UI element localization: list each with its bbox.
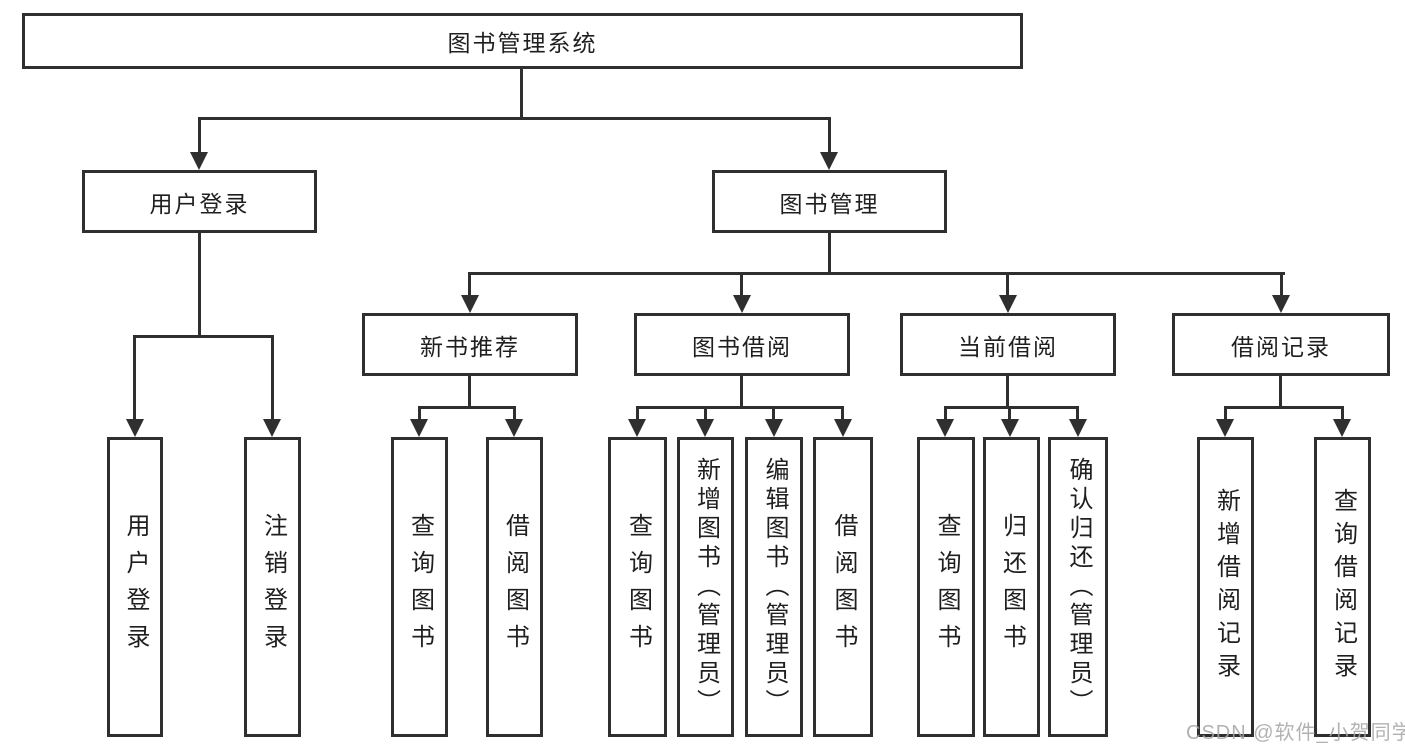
node-label: 用户登录 <box>149 190 250 217</box>
node-book-borrow: 图书借阅 <box>634 313 850 376</box>
leaf-query-borrow-record: 查询借阅记录 <box>1314 437 1371 737</box>
connector-line <box>944 406 1079 409</box>
leaf-label: 新增借阅记录 <box>1212 488 1240 686</box>
connector-line <box>198 117 201 153</box>
leaf-label: 查询图书 <box>933 513 960 661</box>
connector-line <box>828 117 831 153</box>
node-label: 借阅记录 <box>1231 333 1331 360</box>
watermark: CSDN @软件_小贺同学 <box>1186 722 1405 744</box>
connector-line <box>133 335 274 338</box>
arrow-down-icon <box>936 419 954 437</box>
connector-line <box>944 406 947 421</box>
arrow-down-icon <box>190 152 208 170</box>
node-current-borrow: 当前借阅 <box>900 313 1116 376</box>
connector-line <box>636 406 844 409</box>
arrow-down-icon <box>765 419 783 437</box>
connector-line <box>1076 406 1079 421</box>
leaf-label: 查询图书 <box>406 513 434 661</box>
leaf-label: 查询借阅记录 <box>1329 488 1357 686</box>
connector-line <box>704 406 707 421</box>
arrow-down-icon <box>1272 295 1290 313</box>
connector-line <box>1008 406 1011 421</box>
leaf-borrow-books: 借阅图书 <box>813 437 873 737</box>
leaf-add-books-admin: 新增图书（管理员） <box>677 437 734 737</box>
arrow-down-icon <box>1216 419 1234 437</box>
arrow-down-icon <box>820 152 838 170</box>
leaf-query-books-current: 查询图书 <box>917 437 975 737</box>
arrow-down-icon <box>999 295 1017 313</box>
leaf-borrow-books-recommend: 借阅图书 <box>486 437 543 737</box>
leaf-query-books-borrow: 查询图书 <box>608 437 667 737</box>
leaf-return-books: 归还图书 <box>983 437 1040 737</box>
arrow-down-icon <box>1069 419 1087 437</box>
connector-line <box>841 406 844 421</box>
leaf-label: 确认归还（管理员） <box>1065 456 1092 718</box>
connector-line <box>636 406 639 421</box>
leaf-confirm-return-admin: 确认归还（管理员） <box>1048 437 1108 737</box>
node-borrow-record: 借阅记录 <box>1172 313 1390 376</box>
connector-line <box>1224 406 1227 421</box>
leaf-logout: 注销登录 <box>244 437 301 737</box>
node-library-management-system: 图书管理系统 <box>22 13 1023 69</box>
connector-line <box>772 406 775 421</box>
connector-line <box>1341 406 1344 421</box>
connector-line <box>468 272 471 297</box>
connector-line <box>520 69 523 117</box>
leaf-edit-books-admin: 编辑图书（管理员） <box>745 437 803 737</box>
arrow-down-icon <box>126 419 144 437</box>
arrow-down-icon <box>628 419 646 437</box>
node-label: 图书管理 <box>779 190 880 217</box>
leaf-label: 查询图书 <box>624 513 652 661</box>
node-book-management: 图书管理 <box>712 170 947 233</box>
arrow-down-icon <box>410 419 428 437</box>
leaf-label: 归还图书 <box>998 513 1026 661</box>
leaf-query-books-recommend: 查询图书 <box>391 437 448 737</box>
node-user-login: 用户登录 <box>82 170 317 233</box>
leaf-label: 注销登录 <box>259 513 287 661</box>
node-label: 图书管理系统 <box>447 30 598 56</box>
leaf-user-login: 用户登录 <box>107 437 163 737</box>
node-label: 图书借阅 <box>692 333 792 360</box>
connector-line <box>133 335 136 421</box>
leaf-label: 借阅图书 <box>501 513 529 661</box>
connector-line <box>740 376 743 408</box>
connector-line <box>513 406 516 421</box>
connector-line <box>468 272 1285 275</box>
connector-line <box>1006 272 1009 297</box>
connector-line <box>198 233 201 335</box>
connector-line <box>198 117 831 120</box>
node-new-book-recommend: 新书推荐 <box>362 313 578 376</box>
connector-line <box>1279 376 1282 408</box>
connector-line <box>271 335 274 421</box>
arrow-down-icon <box>1001 419 1019 437</box>
leaf-label: 借阅图书 <box>830 513 857 661</box>
arrow-down-icon <box>461 295 479 313</box>
node-label: 新书推荐 <box>420 333 520 360</box>
connector-line <box>1280 272 1283 297</box>
arrow-down-icon <box>834 419 852 437</box>
node-label: 当前借阅 <box>958 333 1058 360</box>
arrow-down-icon <box>696 419 714 437</box>
connector-line <box>740 272 743 297</box>
arrow-down-icon <box>505 419 523 437</box>
connector-line <box>1006 376 1009 408</box>
arrow-down-icon <box>733 295 751 313</box>
leaf-add-borrow-record: 新增借阅记录 <box>1197 437 1254 737</box>
connector-line <box>418 406 516 409</box>
connector-line <box>418 406 421 421</box>
leaf-label: 编辑图书（管理员） <box>761 456 788 718</box>
leaf-label: 新增图书（管理员） <box>692 456 720 718</box>
arrow-down-icon <box>263 419 281 437</box>
connector-line <box>1224 406 1344 409</box>
leaf-label: 用户登录 <box>122 513 149 661</box>
connector-line <box>468 376 471 408</box>
connector-line <box>828 233 831 275</box>
arrow-down-icon <box>1333 419 1351 437</box>
